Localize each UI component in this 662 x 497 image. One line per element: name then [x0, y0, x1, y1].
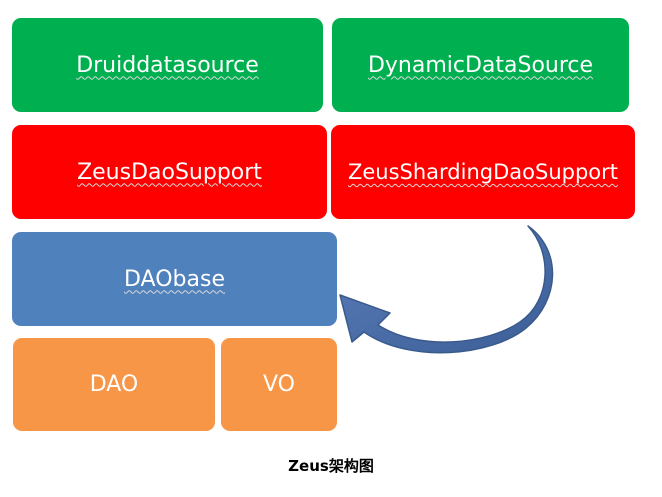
dynamicdatasource-label: DynamicDataSource [367, 52, 594, 78]
dao-label: DAO [89, 372, 139, 397]
druiddatasource-label: Druiddatasource [76, 52, 259, 78]
daobase-label: DAObase [124, 266, 225, 292]
zeusshardingdaosupport-label: ZeusShardingDaoSupport [347, 160, 619, 184]
vo-label: VO [263, 372, 295, 397]
daobase-box: DAObase [12, 232, 337, 326]
zeusdaosupport-box: ZeusDaoSupport [12, 125, 327, 219]
druiddatasource-box: Druiddatasource [12, 18, 323, 112]
zeusshardingdaosupport-box: ZeusShardingDaoSupport [331, 125, 635, 219]
diagram-caption: Zeus架构图 [288, 457, 374, 475]
vo-box: VO [221, 338, 337, 431]
dao-box: DAO [13, 338, 215, 431]
curved-arrow-shape [339, 225, 554, 354]
dynamicdatasource-box: DynamicDataSource [332, 18, 629, 112]
zeusdaosupport-label: ZeusDaoSupport [77, 159, 262, 185]
